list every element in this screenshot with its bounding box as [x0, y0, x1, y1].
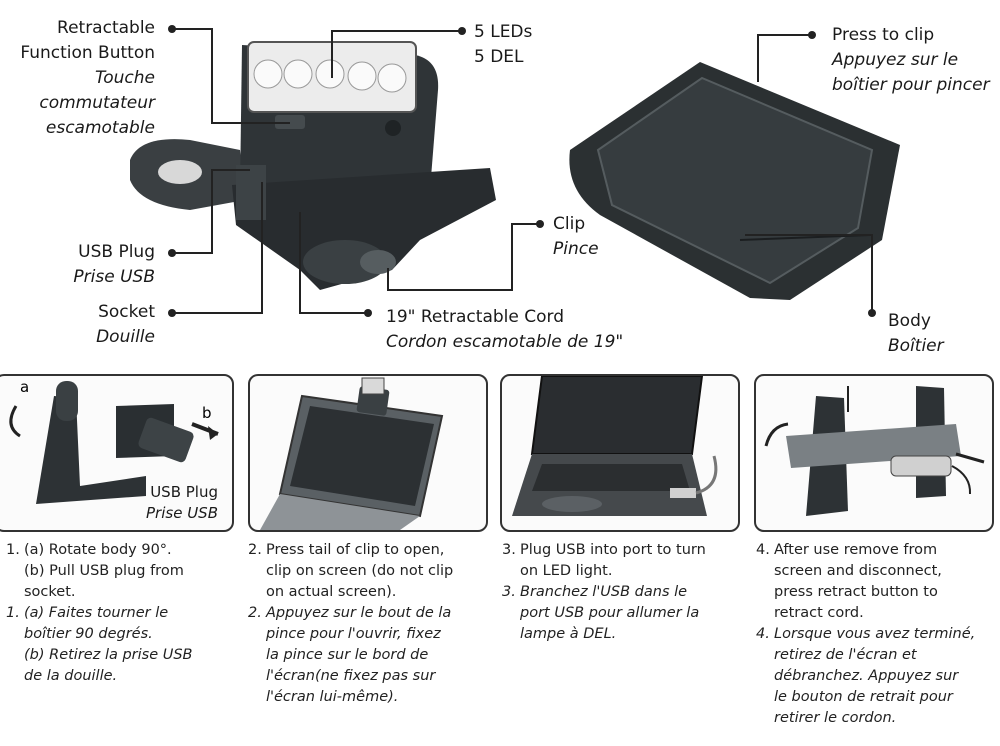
step-1-en-b2: socket.: [24, 584, 76, 600]
label-press-fr2: boîtier pour pincer: [832, 75, 990, 95]
arrow-a-label: a: [20, 378, 29, 396]
label-function-button-fr1: Touche: [94, 68, 155, 88]
step-2-fr-4: l'écran(ne fixez pas sur: [266, 668, 436, 684]
step-2-fr-1: Appuyez sur le bout de la: [266, 605, 452, 621]
step-3-num-en: 3.: [502, 542, 516, 558]
label-socket-fr: Douille: [96, 327, 155, 347]
step-1-fr-b2: de la douille.: [24, 668, 118, 684]
label-socket-en: Socket: [98, 302, 155, 322]
label-socket: Socket Douille: [96, 300, 155, 350]
step-2-en-2: clip on screen (do not clip: [266, 563, 454, 579]
step-2-fr-3: la pince sur le bord de: [266, 647, 429, 663]
step-1-en-a: (a) Rotate body 90°.: [24, 542, 172, 558]
label-press-fr1: Appuyez sur le: [832, 50, 959, 70]
label-clip-en: Clip: [553, 214, 586, 234]
step-3-fr-3: lampe à DEL.: [520, 626, 617, 642]
step-3-en-2: on LED light.: [520, 563, 613, 579]
label-usb-en: USB Plug: [78, 242, 155, 262]
step-3-text: 3.Plug USB into port to turn on LED ligh…: [502, 540, 746, 645]
step-1-num-fr: 1.: [6, 605, 20, 621]
step-4-fr-4: le bouton de retrait pour: [774, 689, 953, 705]
step-1-fr-a: (a) Faites tourner le: [24, 605, 169, 621]
label-leds-fr: 5 DEL: [474, 47, 524, 67]
step-4-panel: [754, 374, 994, 532]
label-leds-en: 5 LEDs: [474, 22, 533, 42]
label-function-button-fr3: escamotable: [45, 118, 155, 138]
step-3-fr-2: port USB pour allumer la: [520, 605, 700, 621]
label-retractable-cord: 19" Retractable Cord Cordon escamotable …: [386, 305, 623, 355]
step-4-en-3: press retract button to: [774, 584, 938, 600]
step-3-num-fr: 3.: [502, 584, 516, 600]
label-cord-en: 19" Retractable Cord: [386, 307, 564, 327]
step-2-en-3: on actual screen).: [266, 584, 397, 600]
label-body: Body Boîtier: [888, 309, 944, 359]
step-2-en-1: Press tail of clip to open,: [266, 542, 445, 558]
step-1-num-en: 1.: [6, 542, 20, 558]
step-3-panel: [500, 374, 740, 532]
folded-body-illustration: [569, 62, 900, 300]
label-function-button-en2: Function Button: [20, 43, 155, 63]
label-body-en: Body: [888, 311, 931, 331]
step-4-fr-1: Lorsque vous avez terminé,: [774, 626, 976, 642]
step-1-usb-fr: Prise USB: [146, 504, 218, 522]
label-function-button: Retractable Function Button Touche commu…: [20, 16, 155, 141]
label-clip: Clip Pince: [553, 212, 599, 262]
arrow-b-label: b: [202, 404, 212, 422]
label-press-en: Press to clip: [832, 25, 935, 45]
step-4-en-4: retract cord.: [774, 605, 864, 621]
step-4-num-fr: 4.: [756, 626, 770, 642]
label-cord-fr: Cordon escamotable de 19": [386, 332, 624, 352]
label-leds: 5 LEDs 5 DEL: [474, 20, 532, 70]
label-usb-fr: Prise USB: [73, 267, 155, 287]
step-1-usb-label: USB Plug Prise USB: [146, 482, 218, 524]
step-4-num-en: 4.: [756, 542, 770, 558]
leader-lines: [172, 28, 873, 314]
step-2-text: 2.Press tail of clip to open, clip on sc…: [248, 540, 488, 708]
step-4-en-2: screen and disconnect,: [774, 563, 942, 579]
step-1-panel: a b USB Plug Prise USB: [0, 374, 234, 532]
step-2-panel: [248, 374, 488, 532]
label-function-button-en: Retractable: [57, 18, 155, 38]
step-2-num-fr: 2.: [248, 605, 262, 621]
label-body-fr: Boîtier: [888, 336, 944, 356]
step-2-fr-5: l'écran lui-même).: [266, 689, 399, 705]
step-3-illustration: [512, 376, 718, 516]
step-2-num-en: 2.: [248, 542, 262, 558]
leader-dots: [168, 25, 876, 317]
step-2-fr-2: pince pour l'ouvrir, fixez: [266, 626, 441, 642]
step-1-fr-a2: boîtier 90 degrés.: [24, 626, 153, 642]
step-1-en-b: (b) Pull USB plug from: [24, 563, 184, 579]
step-1-fr-b: (b) Retirez la prise USB: [24, 647, 193, 663]
label-clip-fr: Pince: [553, 239, 599, 259]
step-2-illustration: [260, 377, 444, 530]
step-4-en-1: After use remove from: [774, 542, 938, 558]
step-1-text: 1.(a) Rotate body 90°. (b) Pull USB plug…: [6, 540, 238, 687]
step-4-fr-5: retirer le cordon.: [774, 710, 897, 726]
label-press-to-clip: Press to clip Appuyez sur le boîtier pou…: [832, 23, 990, 98]
label-usb-plug: USB Plug Prise USB: [73, 240, 155, 290]
step-4-fr-2: retirez de l'écran et: [774, 647, 917, 663]
label-function-button-fr2: commutateur: [39, 93, 155, 113]
step-4-text: 4.After use remove from screen and disco…: [756, 540, 998, 729]
step-4-fr-3: débranchez. Appuyez sur: [774, 668, 959, 684]
step-1-illustration: a b: [9, 378, 219, 504]
step-3-en-1: Plug USB into port to turn: [520, 542, 706, 558]
step-4-illustration: [764, 386, 985, 516]
step-1-usb-en: USB Plug: [150, 483, 218, 501]
step-3-fr-1: Branchez l'USB dans le: [520, 584, 688, 600]
